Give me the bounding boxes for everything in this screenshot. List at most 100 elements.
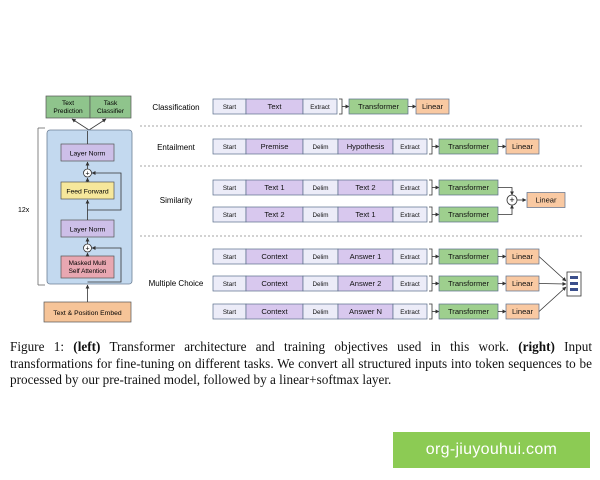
- similarity-plus-glyph: +: [509, 195, 514, 205]
- multiple-choice-row-3-token-4-box: [392, 303, 428, 320]
- multiple-choice-row-1-token-0-label: Start: [223, 254, 237, 261]
- multiple-choice-row-3-token-0-label: Start: [223, 309, 237, 316]
- softmax-bar-0: [570, 276, 578, 279]
- multiple-choice-row-1-token-1-label: Context: [261, 252, 288, 261]
- layer-norm-top-label: Layer Norm: [70, 151, 106, 158]
- residual-connection-top: [87, 171, 122, 211]
- figure-caption: Figure 1: (left) Transformer architectur…: [10, 339, 592, 389]
- multiple-choice-row-2-token-2-label: Delim: [312, 281, 328, 288]
- plus-glyph-bottom: +: [85, 246, 89, 253]
- multiple-choice-row-1-token-4-box: [392, 248, 428, 265]
- entailment-row-token-2-label: Delim: [312, 144, 328, 151]
- task-label-multiple-choice: Multiple Choice: [149, 279, 204, 288]
- classification-row-token-2-box: [302, 98, 338, 115]
- multiple-choice-row-3-linear-label: Linear: [512, 307, 534, 316]
- similarity-row-1-token-3-label: Text 2: [355, 183, 375, 192]
- similarity-row-2-token-4-box: [392, 206, 428, 223]
- multiple-choice-row-1-token-3-label: Answer 1: [350, 252, 382, 261]
- multiple-choice-row-2-transformer-label: Transformer: [448, 279, 490, 288]
- classification-linear-box: [415, 98, 450, 115]
- feed-forward-label: Feed Forward: [66, 189, 109, 196]
- similarity-row-1-transformer-label: Transformer: [448, 183, 490, 192]
- multiple-choice-row-3-token-2-label: Delim: [312, 309, 328, 316]
- arrow-to-text-prediction: [71, 118, 90, 131]
- caption-left-bold: (left): [73, 339, 101, 354]
- entailment-row-linear-box: [505, 138, 540, 155]
- similarity-merge-2: [498, 204, 514, 215]
- entailment-row-linear-label: Linear: [512, 142, 534, 151]
- similarity-row-2-token-1-label: Text 2: [264, 210, 284, 219]
- layer-norm-bottom-label: Layer Norm: [70, 227, 106, 234]
- task-label-classification: Classification: [152, 103, 199, 112]
- task-label-entailment: Entailment: [157, 143, 196, 152]
- similarity-linear-label: Linear: [535, 196, 557, 205]
- residual-connection-bottom: [87, 246, 122, 283]
- task-classifier-box: [89, 95, 132, 119]
- task-label-similarity: Similarity: [160, 196, 192, 205]
- similarity-row-1-token-0-label: Start: [223, 185, 237, 192]
- similarity-row-2-token-3-label: Text 1: [355, 210, 375, 219]
- watermark: org-jiuyouhui.com: [393, 432, 590, 468]
- multiple-choice-arrow-to-softmax-1: [538, 256, 567, 282]
- similarity-row-1-token-4-label: Extract: [400, 185, 420, 192]
- caption-right-bold: (right): [518, 339, 555, 354]
- caption-right-text: Input transformations for fine-tuning on…: [10, 339, 592, 387]
- multiple-choice-row-1-linear-label: Linear: [512, 252, 534, 261]
- multiple-choice-row-1-bracket: [429, 248, 433, 265]
- similarity-row-1-token-2-label: Delim: [312, 185, 328, 192]
- similarity-row-1-token-1-label: Text 1: [264, 183, 284, 192]
- multiple-choice-row-1-token-4-label: Extract: [400, 254, 420, 261]
- classification-row-transformer-label: Transformer: [358, 102, 400, 111]
- multiple-choice-row-3-bracket: [429, 303, 433, 320]
- similarity-merge-1: [498, 187, 514, 196]
- multiple-choice-row-2-token-0-label: Start: [223, 281, 237, 288]
- similarity-row-2-token-2-label: Delim: [312, 212, 328, 219]
- similarity-row-2-transformer-label: Transformer: [448, 210, 490, 219]
- entailment-row-transformer-label: Transformer: [448, 142, 490, 151]
- multiple-choice-row-2-bracket: [429, 275, 433, 292]
- entailment-row-token-4-box: [392, 138, 428, 155]
- entailment-row-bracket: [429, 138, 433, 155]
- similarity-row-2-token-0-label: Start: [223, 212, 237, 219]
- repeat-label: 12x: [18, 207, 30, 214]
- multiple-choice-row-3-token-1-label: Context: [261, 307, 288, 316]
- multiple-choice-row-3-transformer-label: Transformer: [448, 307, 490, 316]
- multiple-choice-row-2-token-4-box: [392, 275, 428, 292]
- similarity-row-1-token-4-box: [392, 179, 428, 196]
- classification-row-token-1-label: Text: [268, 102, 283, 111]
- multiple-choice-row-2-token-1-label: Context: [261, 279, 288, 288]
- multiple-choice-row-2-token-3-label: Answer 2: [350, 279, 382, 288]
- multiple-choice-arrow-to-softmax-2: [538, 281, 567, 286]
- entailment-row-token-1-label: Premise: [261, 142, 289, 151]
- plus-glyph-top: +: [85, 171, 89, 178]
- softmax-bar-1: [570, 282, 578, 285]
- multiple-choice-row-3-token-4-label: Extract: [400, 309, 420, 316]
- caption-left-text: Transformer architecture and training ob…: [100, 339, 519, 354]
- multiple-choice-arrow-to-softmax-3: [538, 286, 567, 312]
- caption-prefix: Figure 1:: [10, 339, 74, 354]
- multiple-choice-row-3-token-3-label: Answer N: [349, 307, 382, 316]
- multiple-choice-row-2-linear-label: Linear: [512, 279, 534, 288]
- classification-row-bracket: [339, 98, 343, 115]
- classification-linear-label: Linear: [422, 102, 444, 111]
- softmax-bar-2: [570, 288, 578, 291]
- transformer-block: [46, 129, 133, 285]
- entailment-row-token-4-label: Extract: [400, 144, 420, 151]
- similarity-row-1-bracket: [429, 179, 433, 196]
- text-position-embed-label: Text & Position Embed: [53, 310, 122, 317]
- classification-row-token-0-label: Start: [223, 104, 237, 111]
- multiple-choice-row-2-token-4-label: Extract: [400, 281, 420, 288]
- similarity-row-2-token-4-label: Extract: [400, 212, 420, 219]
- multiple-choice-row-1-transformer-label: Transformer: [448, 252, 490, 261]
- similarity-row-2-bracket: [429, 206, 433, 223]
- similarity-linear-box: [526, 192, 566, 208]
- entailment-row-token-3-label: Hypothesis: [347, 142, 385, 151]
- entailment-row-token-0-label: Start: [223, 144, 237, 151]
- arrow-to-task-classifier: [88, 118, 107, 131]
